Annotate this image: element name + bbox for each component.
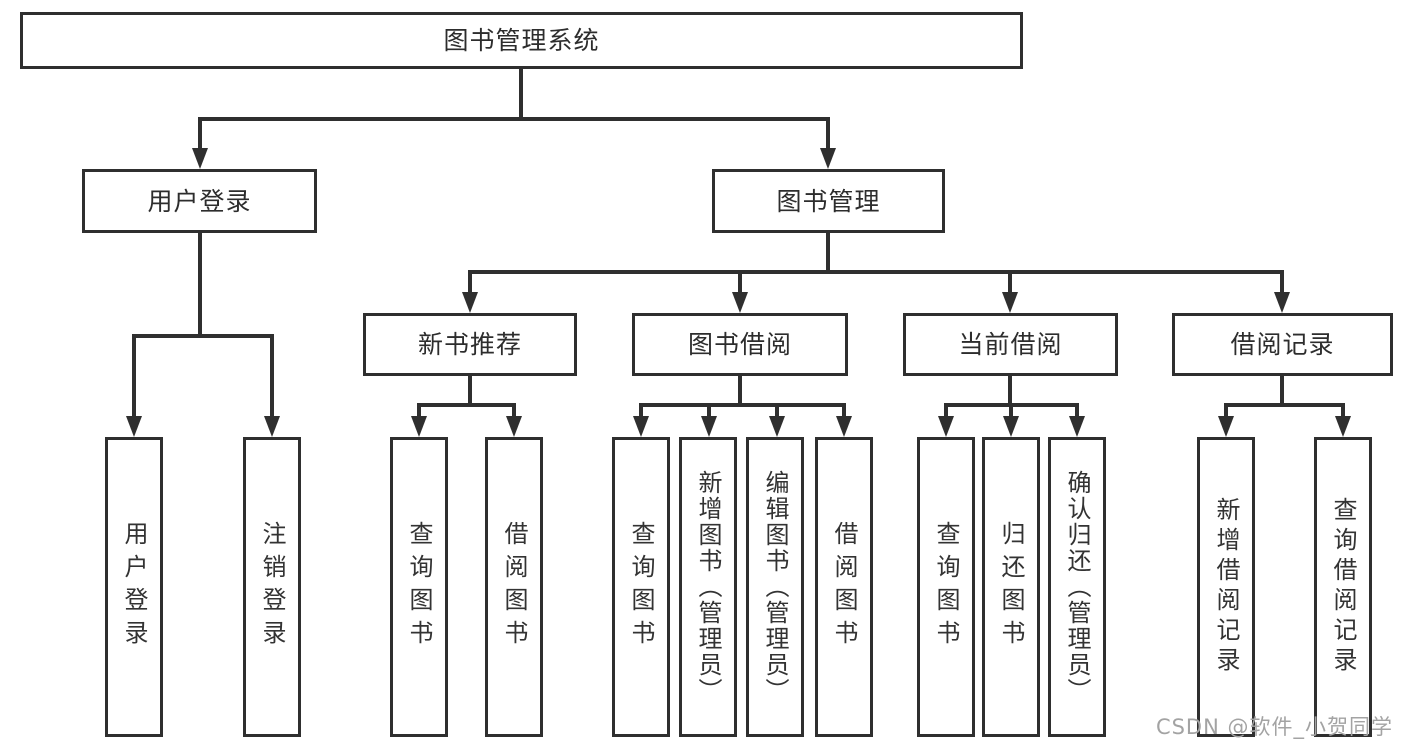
node-label: 新增借阅记录 (1212, 497, 1240, 677)
leaf-confirm-return-admin: 确认归还（管理员） (1048, 437, 1106, 737)
leaf-logout: 注销登录 (243, 437, 301, 737)
node-label: 查询图书 (405, 521, 433, 653)
leaf-user-login: 用户登录 (105, 437, 163, 737)
node-book-borrow: 图书借阅 (632, 313, 848, 376)
node-book-management: 图书管理 (712, 169, 945, 233)
leaf-query-books: 查询图书 (390, 437, 448, 737)
node-current-borrow: 当前借阅 (903, 313, 1118, 376)
node-label: 确认归还（管理员） (1063, 470, 1091, 704)
node-label: 借阅记录 (1230, 330, 1335, 359)
node-label: 图书管理 (776, 186, 881, 216)
node-label: 注销登录 (258, 521, 286, 653)
csdn-watermark: CSDN @软件_小贺同学 (1155, 715, 1393, 739)
node-label: 新增图书（管理员） (694, 470, 722, 704)
leaf-query-books: 查询图书 (612, 437, 670, 737)
node-new-book-recommend: 新书推荐 (363, 313, 577, 376)
arrowheads (126, 148, 1351, 437)
node-label: 借阅图书 (830, 521, 858, 653)
leaf-borrow-books: 借阅图书 (485, 437, 543, 737)
node-label: 当前借阅 (958, 330, 1063, 359)
leaf-query-books: 查询图书 (917, 437, 975, 737)
leaf-return-books: 归还图书 (982, 437, 1040, 737)
node-label: 用户登录 (120, 521, 148, 653)
leaf-add-borrow-record: 新增借阅记录 (1197, 437, 1255, 737)
node-label: 查询图书 (627, 521, 655, 653)
connectors (132, 68, 1345, 423)
node-borrow-records: 借阅记录 (1172, 313, 1393, 376)
node-label: 新书推荐 (417, 330, 522, 359)
node-label: 图书借阅 (687, 330, 792, 359)
node-label: 用户登录 (147, 186, 252, 216)
node-label: 查询借阅记录 (1329, 497, 1357, 677)
node-label: 查询图书 (932, 521, 960, 653)
node-user-login: 用户登录 (82, 169, 317, 233)
node-label: 编辑图书（管理员） (761, 470, 789, 704)
leaf-edit-books-admin: 编辑图书（管理员） (746, 437, 804, 737)
leaf-borrow-books: 借阅图书 (815, 437, 873, 737)
leaf-add-books-admin: 新增图书（管理员） (679, 437, 737, 737)
leaf-query-borrow-record: 查询借阅记录 (1314, 437, 1372, 737)
node-library-system: 图书管理系统 (20, 12, 1023, 69)
node-label: 图书管理系统 (443, 26, 600, 55)
node-label: 借阅图书 (500, 521, 528, 653)
node-label: 归还图书 (997, 521, 1025, 653)
